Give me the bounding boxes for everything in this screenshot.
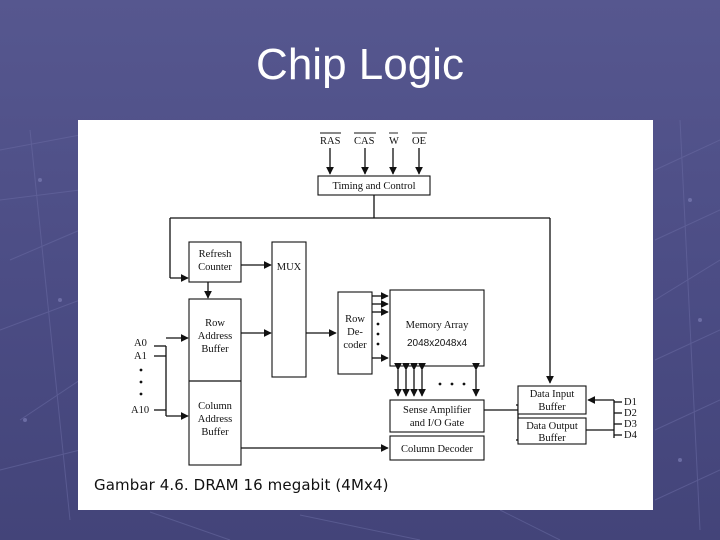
row-decoder-label-2: De- bbox=[347, 327, 363, 338]
column-decoder-block bbox=[389, 435, 485, 461]
pin-d4: D4 bbox=[624, 430, 638, 441]
row-decoder-label-3: coder bbox=[343, 340, 367, 351]
data-output-label-1: Data Output bbox=[526, 421, 578, 432]
pin-d1: D1 bbox=[624, 397, 637, 408]
column-decoder-label: Column Decoder bbox=[401, 444, 474, 455]
slide-title: Chip Logic bbox=[256, 40, 464, 89]
mux-label: MUX bbox=[277, 262, 302, 273]
row-decoder-label-1: Row bbox=[345, 314, 365, 325]
col-buffer-label-1: Column bbox=[198, 401, 233, 412]
diagram-canvas: RAS CAS W OE Timing and Control Refresh … bbox=[131, 132, 638, 466]
memory-array-label: Memory Array bbox=[406, 320, 469, 331]
signal-ras: RAS bbox=[320, 136, 341, 147]
pin-d3: D3 bbox=[624, 419, 637, 430]
row-buffer-label-1: Row bbox=[205, 318, 225, 329]
row-buffer-label-2: Address bbox=[198, 331, 232, 342]
data-input-label-1: Data Input bbox=[530, 389, 575, 400]
figure-caption: Gambar 4.6. DRAM 16 megabit (4Mx4) bbox=[94, 476, 389, 494]
memory-sense-bus bbox=[394, 362, 480, 397]
sense-amplifier-block bbox=[389, 399, 485, 433]
mux-block bbox=[271, 241, 307, 378]
memory-size-label: 2048x2048x4 bbox=[407, 338, 467, 349]
address-buffer-block bbox=[188, 298, 242, 466]
dram-block-diagram: RAS CAS W OE Timing and Control Refresh … bbox=[78, 120, 653, 510]
signal-oe: OE bbox=[412, 136, 426, 147]
row-buffer-label-3: Buffer bbox=[201, 344, 229, 355]
pin-a10: A10 bbox=[131, 405, 149, 416]
signal-w: W bbox=[389, 136, 399, 147]
pin-d2: D2 bbox=[624, 408, 637, 419]
col-buffer-label-2: Address bbox=[198, 414, 232, 425]
data-output-buffer-block bbox=[517, 417, 587, 445]
data-output-label-2: Buffer bbox=[538, 433, 566, 444]
timing-control-label: Timing and Control bbox=[332, 181, 415, 192]
control-signals: RAS CAS W OE bbox=[320, 132, 427, 147]
sense-amp-label-1: Sense Amplifier bbox=[403, 405, 471, 416]
memory-array-block bbox=[389, 289, 485, 367]
refresh-label: Refresh bbox=[199, 249, 232, 260]
row-decoder-block bbox=[337, 291, 373, 375]
pin-a0: A0 bbox=[134, 338, 147, 349]
data-input-label-2: Buffer bbox=[538, 402, 566, 413]
sense-amp-label-2: and I/O Gate bbox=[410, 418, 465, 429]
counter-label: Counter bbox=[198, 262, 232, 273]
data-input-buffer-block bbox=[517, 385, 587, 415]
pin-a1: A1 bbox=[134, 351, 147, 362]
col-buffer-label-3: Buffer bbox=[201, 427, 229, 438]
signal-cas: CAS bbox=[354, 136, 375, 147]
refresh-counter-block bbox=[188, 241, 242, 283]
